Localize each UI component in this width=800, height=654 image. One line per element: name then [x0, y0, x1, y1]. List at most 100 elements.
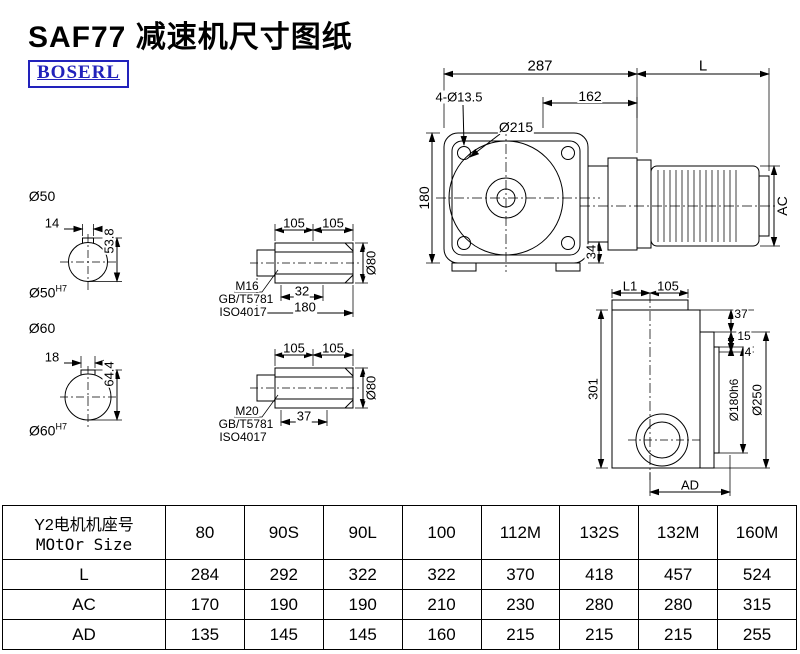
label-thread-m20: M20 [234, 404, 260, 418]
dim-keyway-64-4: 64.4 [101, 360, 117, 388]
hollow-shaft-linework [256, 242, 354, 409]
hollow-shaft-dimension-lines [256, 226, 367, 426]
table-header-row: Y2电机机座号 MOtOr Size 80 90S 90L 100 112M 1… [2, 505, 797, 560]
col-header-80: 80 [165, 505, 245, 560]
dim-motor-length-L: L [697, 57, 709, 75]
table-cell: 145 [243, 619, 324, 650]
motor-dimension-table: Y2电机机座号 MOtOr Size 80 90S 90L 100 112M 1… [2, 505, 797, 650]
dim-spigot-d180h6: Ø180h6 [727, 377, 741, 423]
table-cell: 215 [559, 619, 640, 650]
dim-h2-105-right: 105 [321, 340, 345, 356]
side-view-dimension-lines [597, 289, 770, 496]
table-cell: 322 [322, 559, 403, 590]
dim-keyway-53-8: 53.8 [101, 227, 117, 255]
row-label-L: L [2, 559, 166, 590]
dim-h1-32: 32 [293, 283, 311, 299]
page-title: SAF77 减速机尺寸图纸 [28, 21, 353, 54]
row-label-AD: AD [2, 619, 166, 650]
table-cell: 284 [165, 559, 245, 590]
dim-34: 34 [583, 243, 599, 261]
label-shaft-d60h7: Ø60H7 [28, 421, 68, 439]
table-cell: 280 [559, 589, 640, 620]
dim-287: 287 [526, 57, 554, 75]
table-cell: 215 [638, 619, 719, 650]
dim-flange-d215: Ø215 [497, 119, 535, 135]
table-cell: 457 [638, 559, 719, 590]
label-d60h7-tolerance: H7 [55, 421, 67, 432]
table-cell: 315 [717, 589, 797, 620]
table-row-L: L 284 292 322 322 370 418 457 524 [2, 559, 797, 590]
table-header-motor-size: Y2电机机座号 MOtOr Size [2, 505, 166, 560]
dim-180: 180 [416, 185, 432, 211]
label-thread-m16: M16 [234, 279, 260, 293]
dim-h1-105-right: 105 [321, 215, 345, 231]
label-shaft-d50: Ø50 [27, 188, 57, 204]
dim-162: 162 [577, 88, 603, 104]
table-cell: 418 [559, 559, 640, 590]
dim-keyway-18: 18 [43, 349, 61, 365]
col-header-90l: 90L [322, 505, 403, 560]
front-view-linework [443, 132, 770, 272]
dim-h2-37: 37 [295, 408, 313, 424]
table-cell: 524 [717, 559, 797, 590]
shaft-sections-linework [64, 237, 112, 421]
hollow-shaft-centerlines [234, 224, 368, 426]
dim-h1-180: 180 [293, 299, 317, 315]
table-cell: 210 [401, 589, 482, 620]
technical-drawing-linework [60, 68, 784, 496]
dim-side-301: 301 [585, 377, 601, 401]
label-h2-iso-standard: ISO4017 [218, 430, 268, 444]
front-view-dimension-lines [428, 70, 778, 264]
table-cell: 135 [165, 619, 245, 650]
dim-flange-d250: Ø250 [749, 383, 765, 417]
label-shaft-d60: Ø60 [27, 320, 57, 336]
col-header-132s: 132S [559, 505, 640, 560]
table-cell: 280 [638, 589, 719, 620]
dim-keyway-14: 14 [43, 215, 61, 231]
table-cell: 215 [480, 619, 561, 650]
dim-side-AD: AD [679, 477, 701, 493]
dim-motor-height-AC: AC [774, 195, 790, 217]
dim-bolt-holes: 4-Ø13.5 [434, 89, 484, 105]
dim-h1-105-left: 105 [282, 215, 306, 231]
table-cell: 322 [401, 559, 482, 590]
col-header-100: 100 [401, 505, 482, 560]
table-cell: 170 [165, 589, 245, 620]
side-view-linework [611, 299, 720, 469]
header-motor-size-en: MOtOr Size [35, 535, 133, 554]
col-header-132m: 132M [638, 505, 719, 560]
table-row-AC: AC 170 190 190 210 230 280 280 315 [2, 589, 797, 620]
dim-side-15: 15 [736, 329, 752, 343]
label-d50h7-base: Ø50 [29, 284, 56, 301]
boserl-logo-text: BOSERL [37, 62, 121, 83]
label-shaft-d50h7: Ø50H7 [28, 283, 68, 301]
table-row-AD: AD 135 145 145 160 215 215 215 255 [2, 619, 797, 650]
dim-side-37: 37 [733, 307, 749, 321]
table-cell: 255 [717, 619, 797, 650]
dim-side-L1: L1 [621, 278, 639, 294]
table-cell: 190 [322, 589, 403, 620]
boserl-logo: BOSERL [28, 60, 130, 88]
header-motor-size-cn: Y2电机机座号 [34, 517, 134, 534]
dim-side-4: 4 [743, 345, 753, 359]
row-label-AC: AC [2, 589, 166, 620]
label-h2-gb-standard: GB/T5781 [217, 417, 275, 431]
table-cell: 370 [480, 559, 561, 590]
table-cell: 160 [401, 619, 482, 650]
col-header-160m: 160M [717, 505, 797, 560]
table-cell: 230 [480, 589, 561, 620]
table-cell: 190 [243, 589, 324, 620]
label-h1-iso-standard: ISO4017 [218, 305, 268, 319]
label-d60h7-base: Ø60 [29, 422, 56, 439]
dim-side-105: 105 [656, 278, 680, 294]
dim-h2-d80: Ø80 [363, 374, 379, 402]
label-h1-gb-standard: GB/T5781 [217, 292, 275, 306]
dim-h2-105-left: 105 [282, 340, 306, 356]
table-cell: 145 [322, 619, 403, 650]
shaft-sections-dimension-lines [64, 225, 121, 421]
label-d50h7-tolerance: H7 [55, 283, 67, 294]
table-cell: 292 [243, 559, 324, 590]
col-header-112m: 112M [480, 505, 561, 560]
dim-h1-d80: Ø80 [363, 249, 379, 277]
